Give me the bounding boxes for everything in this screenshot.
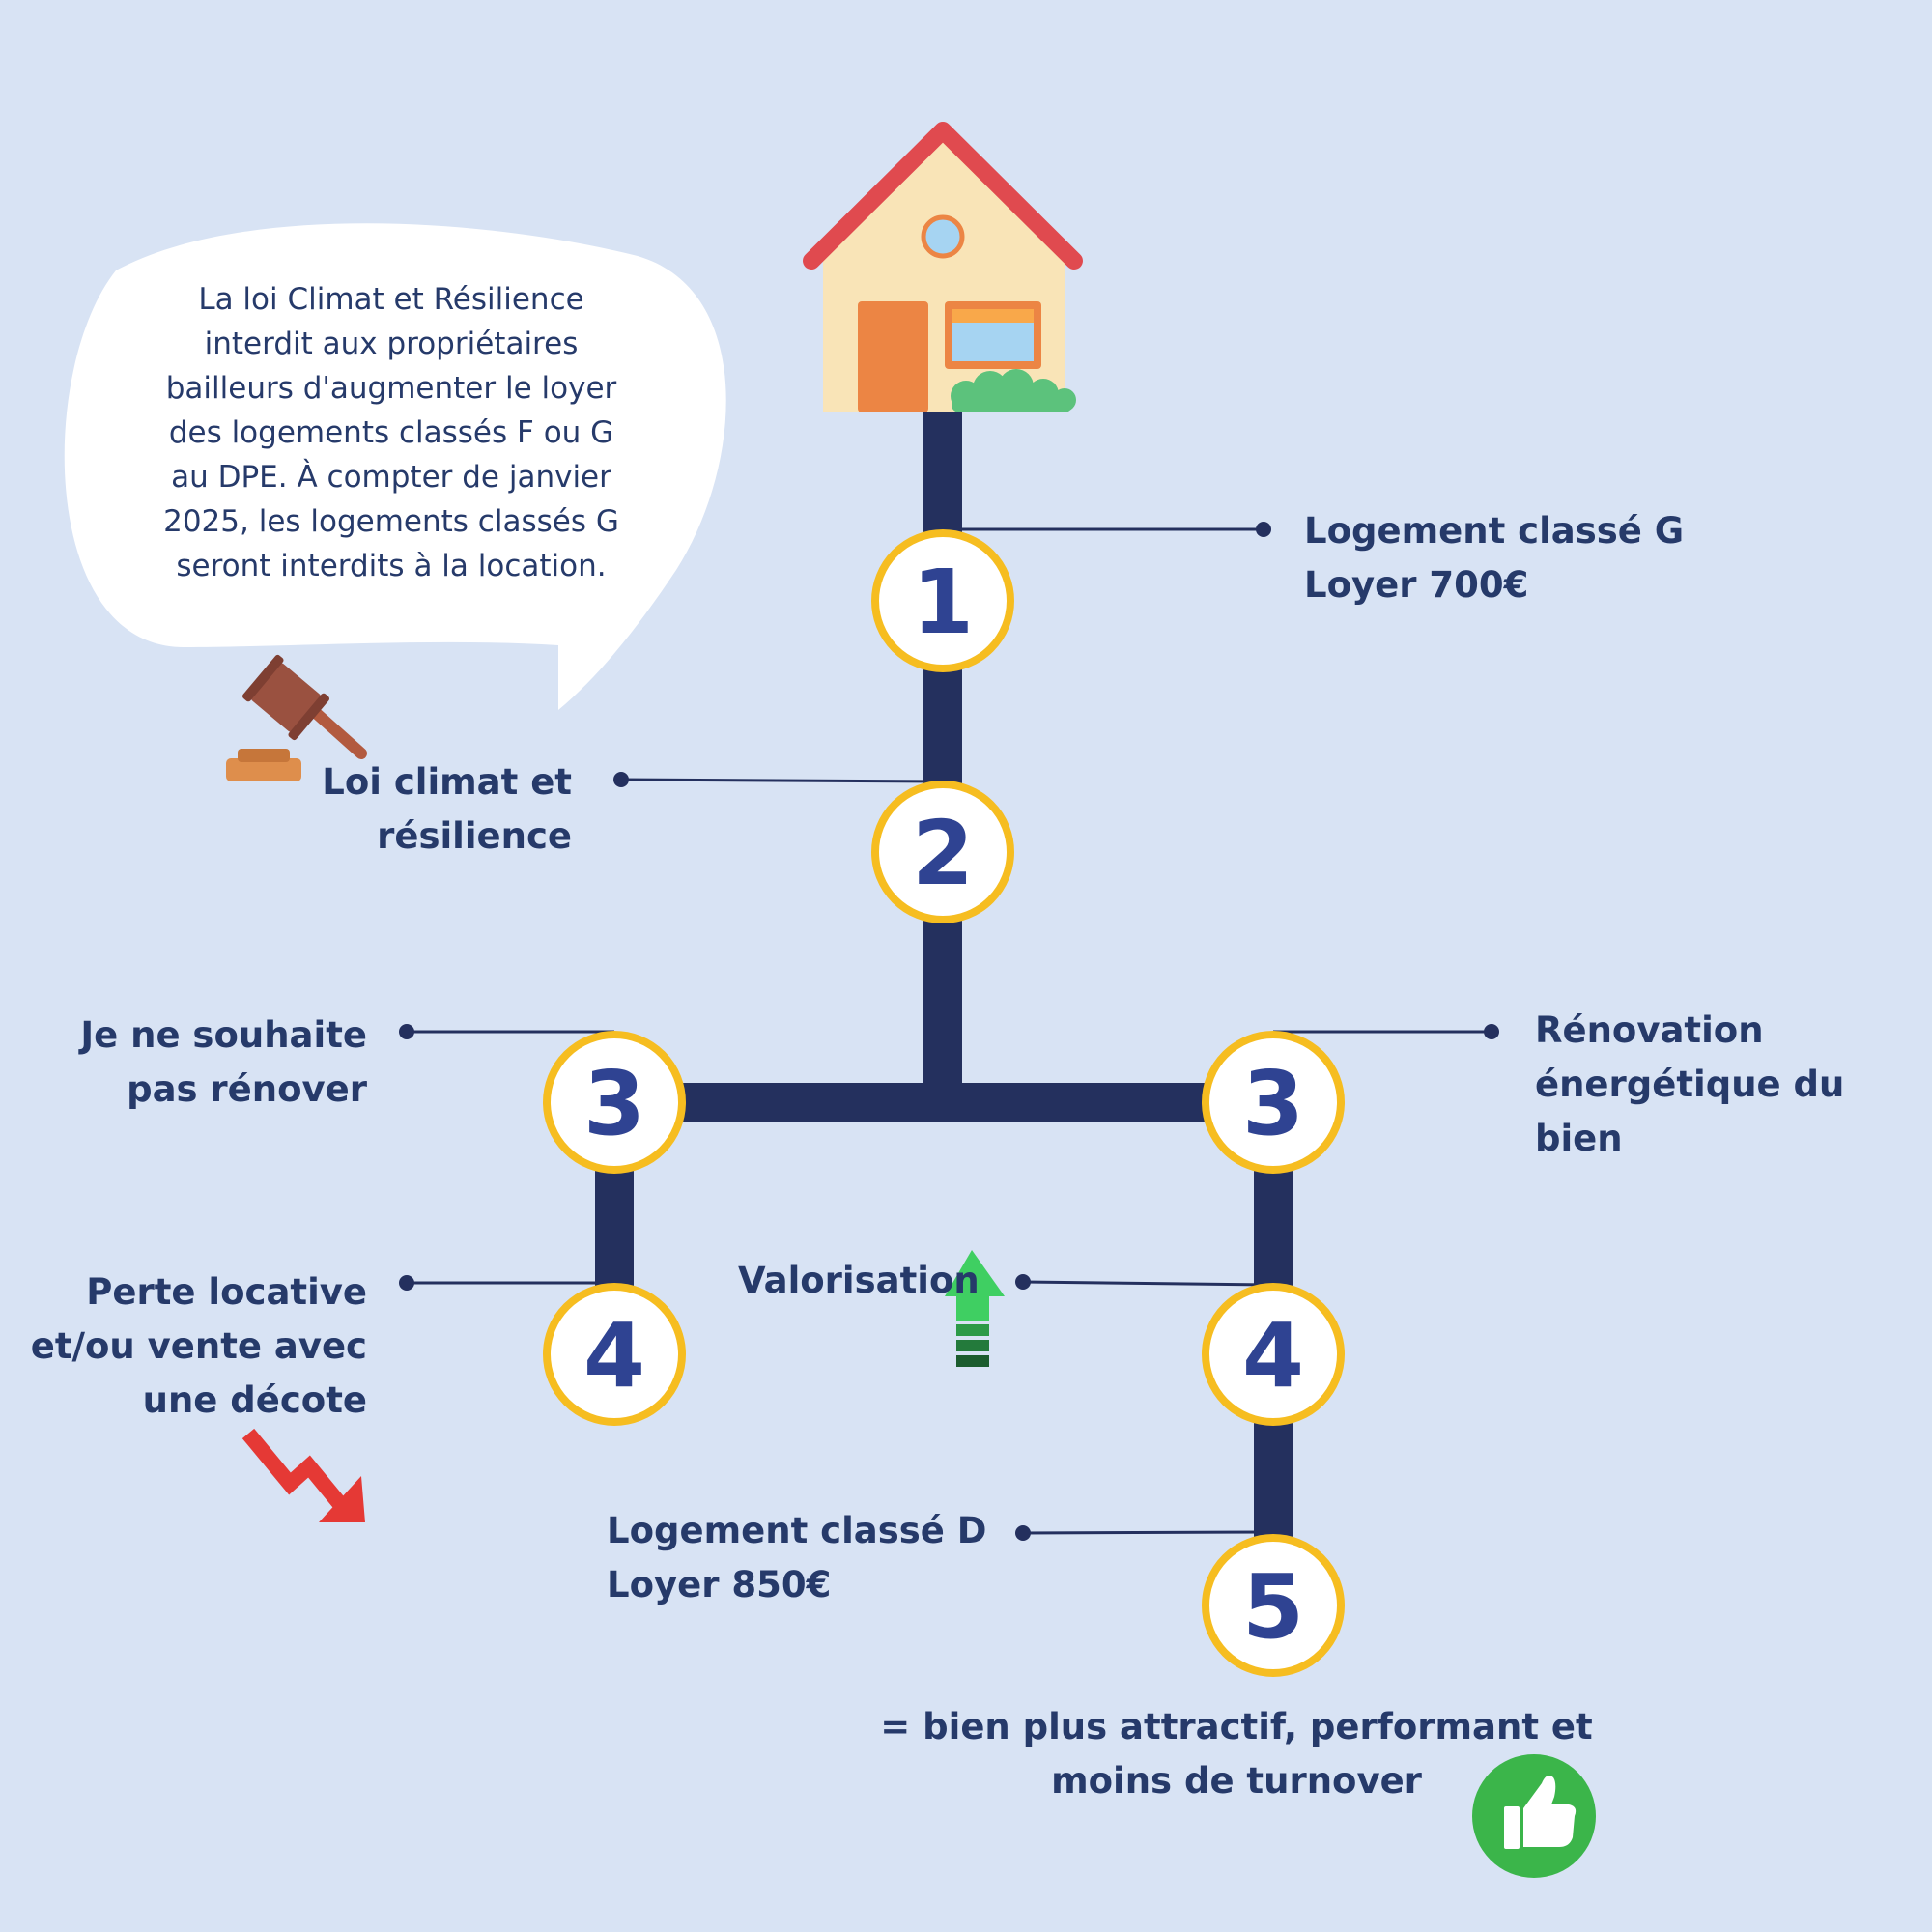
step4-right-label: Valorisation [738,1260,980,1301]
speech-bubble [64,223,726,710]
conclusion-text: = bien plus attractif, performant et moi… [880,1706,1593,1802]
step-circle-4-right: 4 [1202,1283,1345,1426]
step4-left-label: Perte locative et/ou vente avec une déco… [30,1271,367,1421]
step5-label: Logement classé D Loyer 850€ [607,1510,987,1605]
step2-label: Loi climat et résilience [322,761,572,857]
trend-down-arrow-icon [242,1428,365,1522]
step-circle-3-right: 3 [1202,1031,1345,1174]
step-circle-2: 2 [871,781,1014,923]
step-number: 2 [912,802,974,905]
step-number: 1 [912,551,974,654]
step-circle-3-left: 3 [543,1031,686,1174]
step3-left-label: Je ne souhaite pas rénover [80,1014,367,1110]
step-number: 4 [583,1304,645,1407]
house-icon [803,122,1083,412]
step-number: 3 [583,1052,645,1155]
step-circle-5: 5 [1202,1534,1345,1677]
step-circle-4-left: 4 [543,1283,686,1426]
bubble-text: La loi Climat et Résilience interdit aux… [163,282,619,583]
thumbs-up-icon [1472,1754,1596,1878]
step3-right-label: Rénovation énergétique du bien [1535,1009,1845,1159]
leader-lines [399,522,1499,1541]
up-arrow-icon [945,1250,1005,1367]
step-circle-1: 1 [871,529,1014,672]
step-number: 4 [1242,1304,1304,1407]
step-number: 5 [1242,1555,1304,1659]
step-number: 3 [1242,1052,1304,1155]
gavel-icon [226,654,367,781]
step1-label: Logement classé G Loyer 700€ [1304,510,1685,606]
